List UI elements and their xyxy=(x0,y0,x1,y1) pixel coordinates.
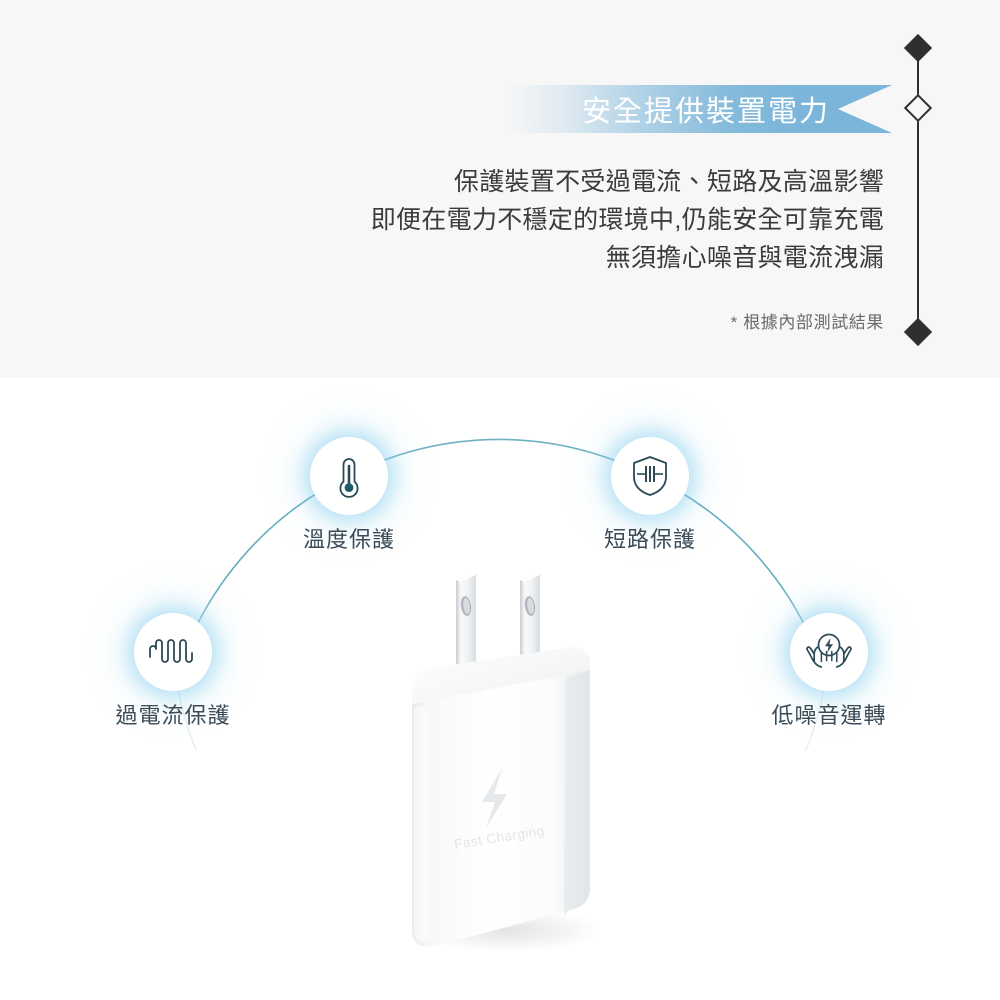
node-label: 溫度保護 xyxy=(302,527,395,552)
lightning-bolt-mark xyxy=(482,768,507,828)
headline-block: 保護裝置不受過電流、短路及高溫影響 即便在電力不穩定的環境中,仍能安全可靠充電 … xyxy=(200,163,884,277)
rail-diamond-middle xyxy=(903,93,933,123)
node-label: 過電流保護 xyxy=(115,703,231,728)
product-image-wall-charger: Fast Charging xyxy=(398,558,618,968)
rail-line xyxy=(917,48,919,334)
banner-title: 安全提供裝置電力 xyxy=(581,96,830,128)
headline-line-2: 即便在電力不穩定的環境中,仍能安全可靠充電 xyxy=(370,206,884,234)
current-wave-icon xyxy=(134,613,212,691)
section-banner: 安全提供裝置電力 xyxy=(506,85,892,133)
headline-line-3: 無須擔心噪音與電流洩漏 xyxy=(605,244,884,272)
headline-line-1: 保護裝置不受過電流、短路及高溫影響 xyxy=(453,168,884,196)
rail-diamond-top xyxy=(903,33,933,63)
hands-bolt-icon xyxy=(790,613,868,691)
thermometer-icon xyxy=(310,437,388,515)
decorative-rail xyxy=(903,30,933,350)
node-label: 低噪音運轉 xyxy=(771,703,887,728)
protection-diagram: 溫度保護 短路保護 過電流保護 xyxy=(0,378,1000,1000)
charger-prongs xyxy=(456,573,540,678)
node-label: 短路保護 xyxy=(603,527,696,552)
shield-circuit-icon xyxy=(611,437,689,515)
footnote: * 根據內部測試結果 xyxy=(730,313,884,332)
rail-diamond-bottom xyxy=(903,317,933,347)
